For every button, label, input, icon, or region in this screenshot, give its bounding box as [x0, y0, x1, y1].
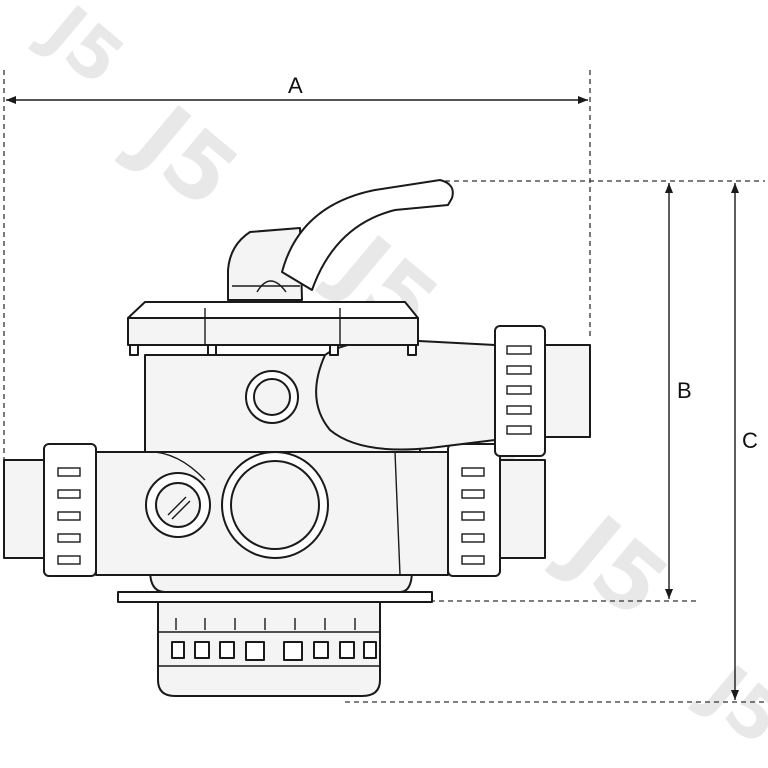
valve-lid: [127, 301, 419, 356]
valve-handle: [227, 179, 454, 301]
dimension-c: C: [345, 180, 765, 703]
upper-valve-body: [144, 339, 496, 453]
svg-text:J5: J5: [26, 0, 139, 101]
svg-text:J5: J5: [541, 493, 687, 639]
lower-valve-body: [95, 450, 449, 576]
dimension-b-label: B: [677, 378, 692, 403]
dimension-a: A: [3, 70, 591, 460]
svg-text:J5: J5: [111, 83, 257, 229]
right-lower-union-port: [447, 443, 546, 577]
svg-text:J5: J5: [686, 648, 768, 761]
right-upper-union-port: [494, 325, 591, 457]
bottom-strainer: [157, 599, 381, 697]
dimension-b: B: [430, 180, 700, 602]
left-union-port: [3, 443, 97, 577]
dimension-a-label: A: [288, 73, 303, 98]
dimension-c-label: C: [742, 428, 758, 453]
